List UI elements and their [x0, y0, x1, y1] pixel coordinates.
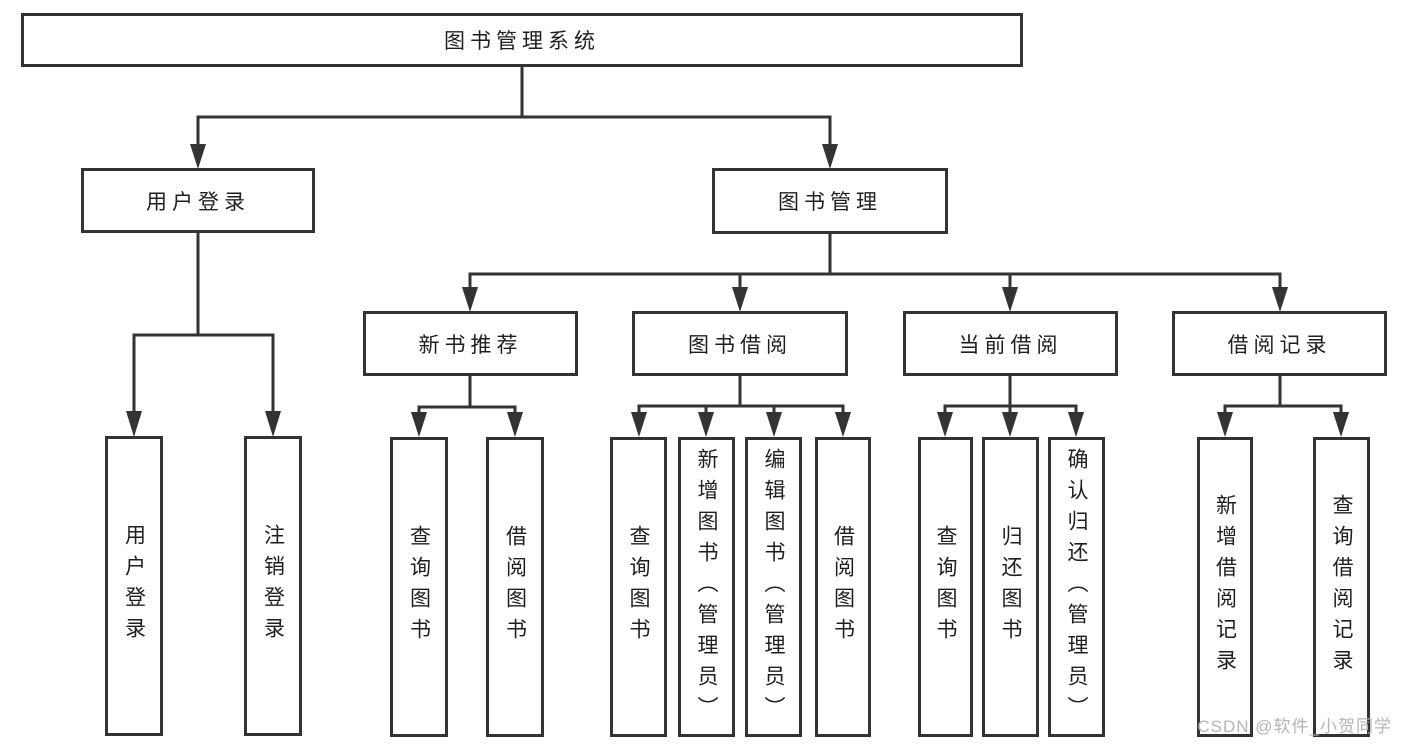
node-book-management-label: 图书管理 [778, 191, 882, 214]
leaf-newbook-query-books: 查询图书 [390, 437, 448, 737]
leaf-records-add-record: 新增借阅记录 [1197, 437, 1253, 737]
leaf-current-return-books: 归还图书 [982, 437, 1039, 737]
node-book-borrow-label: 图书借阅 [688, 333, 792, 357]
node-new-book-recommend: 新书推荐 [363, 311, 578, 376]
leaf-user-login: 用户登录 [105, 436, 163, 736]
node-system: 图书管理系统 [21, 13, 1023, 67]
node-book-management: 图书管理 [712, 168, 948, 234]
leaf-borrow-query-books: 查询图书 [610, 437, 667, 737]
leaf-current-return-books-label: 归还图书 [999, 525, 1022, 649]
leaf-borrow-edit-books-label: 编辑图书（管理员） [762, 447, 785, 727]
leaf-borrow-borrow-books: 借阅图书 [815, 437, 871, 737]
leaf-borrow-edit-books: 编辑图书（管理员） [745, 437, 802, 737]
csdn-watermark: CSDN @软件_小贺同学 [1197, 717, 1392, 736]
leaf-borrow-query-books-label: 查询图书 [627, 525, 650, 649]
node-current-borrow-label: 当前借阅 [958, 333, 1063, 357]
node-user-login-label: 用户登录 [146, 190, 250, 214]
leaf-borrow-add-books-label: 新增图书（管理员） [695, 447, 718, 727]
leaf-newbook-borrow-books-label: 借阅图书 [503, 525, 527, 649]
leaf-user-login-label: 用户登录 [122, 524, 146, 648]
leaf-current-query-books: 查询图书 [918, 437, 973, 737]
leaf-records-add-record-label: 新增借阅记录 [1213, 494, 1237, 680]
leaf-records-query-record-label: 查询借阅记录 [1330, 494, 1353, 680]
leaf-records-query-record: 查询借阅记录 [1313, 437, 1370, 737]
leaf-borrow-add-books: 新增图书（管理员） [678, 437, 735, 737]
leaf-logout: 注销登录 [244, 436, 302, 736]
node-current-borrow: 当前借阅 [903, 311, 1118, 376]
node-borrow-records-label: 借阅记录 [1227, 333, 1332, 357]
node-user-login: 用户登录 [81, 168, 315, 233]
leaf-current-confirm-return: 确认归还（管理员） [1048, 437, 1105, 737]
node-system-label: 图书管理系统 [444, 30, 600, 53]
leaf-newbook-query-books-label: 查询图书 [407, 525, 431, 649]
leaf-current-query-books-label: 查询图书 [934, 525, 957, 649]
node-book-borrow: 图书借阅 [632, 311, 848, 376]
leaf-newbook-borrow-books: 借阅图书 [486, 437, 544, 737]
node-borrow-records: 借阅记录 [1172, 311, 1387, 376]
leaf-current-confirm-return-label: 确认归还（管理员） [1065, 447, 1088, 727]
leaf-borrow-borrow-books-label: 借阅图书 [831, 525, 855, 649]
leaf-logout-label: 注销登录 [261, 524, 285, 648]
node-new-book-recommend-label: 新书推荐 [418, 333, 523, 357]
